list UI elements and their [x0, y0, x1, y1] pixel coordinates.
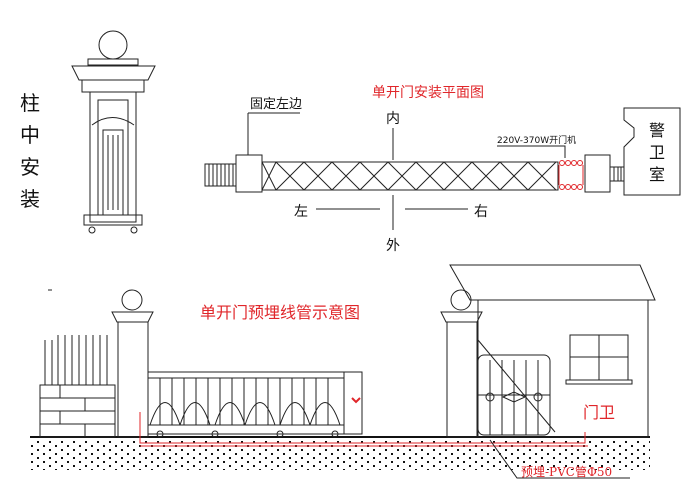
guard-room-label: 警 卫 室	[649, 121, 665, 184]
motor-icon	[558, 160, 584, 190]
plan-title: 单开门安装平面图	[372, 85, 484, 101]
ground	[30, 436, 650, 470]
right-gate-pillar	[440, 289, 483, 438]
right-spring	[609, 166, 625, 182]
left-label: 左	[294, 204, 308, 220]
pillar-drawing	[71, 30, 156, 234]
guard-room-plan	[623, 107, 681, 196]
label-char: 装	[20, 187, 40, 211]
label-char: 警	[649, 121, 665, 140]
motor-logo-icon	[351, 397, 361, 404]
label-char: 中	[20, 123, 40, 147]
pipe-leader	[489, 439, 630, 479]
right-label: 右	[474, 204, 488, 220]
pillar-mount-label: 柱 中 安 装	[20, 91, 40, 211]
label-char: 卫	[649, 143, 665, 162]
guard-label: 门卫	[583, 403, 615, 422]
motor-label: 220V-370W开门机	[497, 134, 576, 146]
pipe-label: 预埋-PVC管Φ50	[521, 464, 612, 479]
fence-wall	[39, 335, 116, 438]
section-title: 单开门预埋线管示意图	[200, 303, 360, 322]
left-post	[235, 154, 263, 193]
left-gate-pillar	[111, 289, 154, 438]
inside-label: 内	[386, 111, 400, 127]
label-char: 室	[649, 165, 665, 184]
label-char: 安	[20, 155, 40, 179]
sliding-gate	[147, 371, 363, 438]
right-post	[584, 154, 611, 193]
gate-rail	[261, 161, 559, 191]
fixed-left-label: 固定左边	[250, 97, 302, 112]
guard-house	[449, 264, 656, 438]
left-spring	[204, 163, 237, 187]
label-char: 柱	[20, 91, 40, 115]
pvc-pipe	[139, 412, 588, 447]
outside-label: 外	[386, 238, 400, 254]
